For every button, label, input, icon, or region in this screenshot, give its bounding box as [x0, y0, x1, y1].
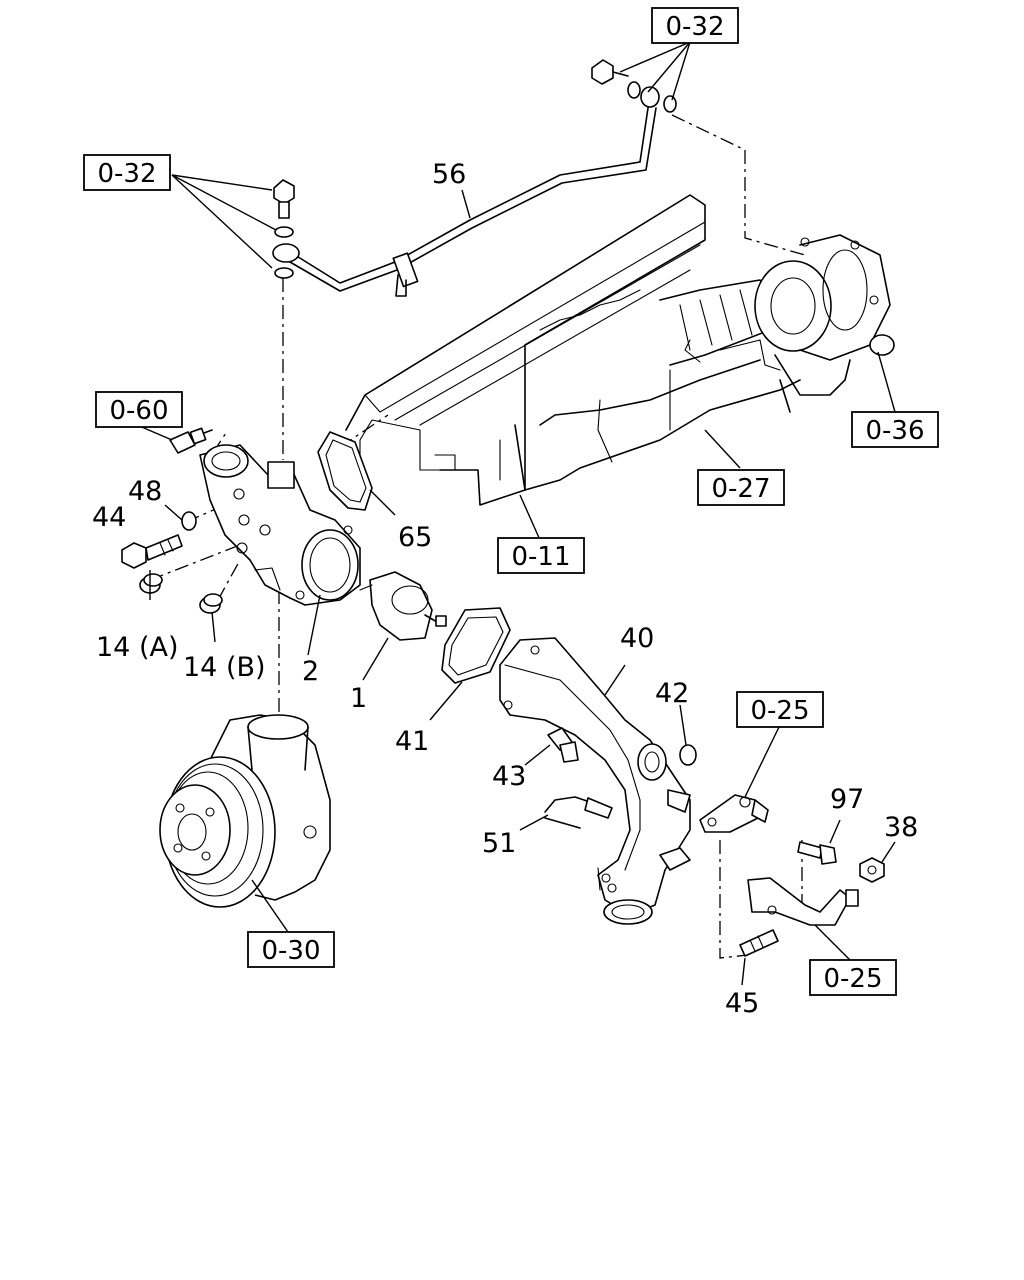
left-banjo-fittings [272, 179, 300, 279]
turbocharger [754, 234, 895, 413]
label-42: 42 [655, 678, 689, 709]
stud-45 [739, 929, 779, 957]
thermostat-housing [199, 444, 361, 606]
ref-0-32-left-text: 0-32 [97, 159, 156, 189]
ref-0-60-text: 0-60 [109, 396, 168, 426]
thermostat [359, 571, 447, 641]
ref-box-0-25-upper[interactable]: 0-25 [736, 691, 824, 728]
ref-box-0-32-left[interactable]: 0-32 [83, 154, 171, 191]
top-banjo-fittings [591, 59, 677, 113]
label-56: 56 [432, 159, 466, 190]
label-14b: 14 (B) [183, 652, 266, 683]
gasket-41 [441, 607, 511, 684]
part-labels: 56 48 44 65 14 (A) 14 (B) 2 1 41 40 42 4… [92, 159, 918, 1019]
leader-lines [136, 41, 896, 986]
bracket-lower [747, 877, 859, 926]
plug-42 [679, 744, 697, 766]
ref-0-30-text: 0-30 [261, 936, 320, 966]
label-40: 40 [620, 623, 654, 654]
label-44: 44 [92, 502, 126, 533]
plug-14a [139, 573, 163, 594]
label-38: 38 [884, 812, 918, 843]
ref-box-0-60[interactable]: 0-60 [95, 391, 183, 428]
temperature-sensor [169, 427, 213, 454]
ref-0-36-text: 0-36 [865, 416, 924, 446]
ref-box-0-36[interactable]: 0-36 [851, 411, 939, 448]
label-1: 1 [350, 683, 367, 714]
ref-0-25-upper-text: 0-25 [750, 696, 809, 726]
label-14a: 14 (A) [96, 632, 178, 663]
plug-14b [199, 593, 223, 614]
ref-box-0-27[interactable]: 0-27 [697, 469, 785, 506]
ref-box-0-25-lower[interactable]: 0-25 [809, 959, 897, 996]
label-51: 51 [482, 828, 516, 859]
water-pump [159, 714, 331, 908]
label-2: 2 [302, 656, 319, 687]
nut-38 [859, 857, 885, 883]
water-outlet-pipe [499, 637, 691, 925]
ref-0-25-lower-text: 0-25 [823, 964, 882, 994]
exhaust-manifold [514, 339, 801, 491]
ref-0-11-text: 0-11 [511, 542, 570, 572]
label-97: 97 [830, 784, 864, 815]
label-45: 45 [725, 988, 759, 1019]
gasket-65 [317, 431, 373, 511]
hose-clamp [544, 796, 613, 829]
ref-box-0-32-top[interactable]: 0-32 [651, 7, 739, 44]
label-41: 41 [395, 726, 429, 757]
bolt-44 [121, 534, 183, 569]
bolt-97 [797, 841, 837, 865]
ref-0-27-text: 0-27 [711, 474, 770, 504]
ref-0-32-top-text: 0-32 [665, 12, 724, 42]
section-references: 0-32 0-32 0-60 0-36 0-27 0-11 0-25 0-30 [83, 7, 939, 996]
oil-pipe [289, 107, 657, 297]
ref-box-0-30[interactable]: 0-30 [247, 931, 335, 968]
cylinder-head-block [345, 194, 706, 506]
label-65: 65 [398, 522, 432, 553]
ref-box-0-11[interactable]: 0-11 [497, 537, 585, 574]
washer-48 [181, 511, 197, 531]
bolt-43 [547, 727, 579, 763]
bracket-upper [699, 794, 769, 833]
label-43: 43 [492, 761, 526, 792]
label-48: 48 [128, 476, 162, 507]
exhaust-flex-pipe [659, 279, 771, 366]
